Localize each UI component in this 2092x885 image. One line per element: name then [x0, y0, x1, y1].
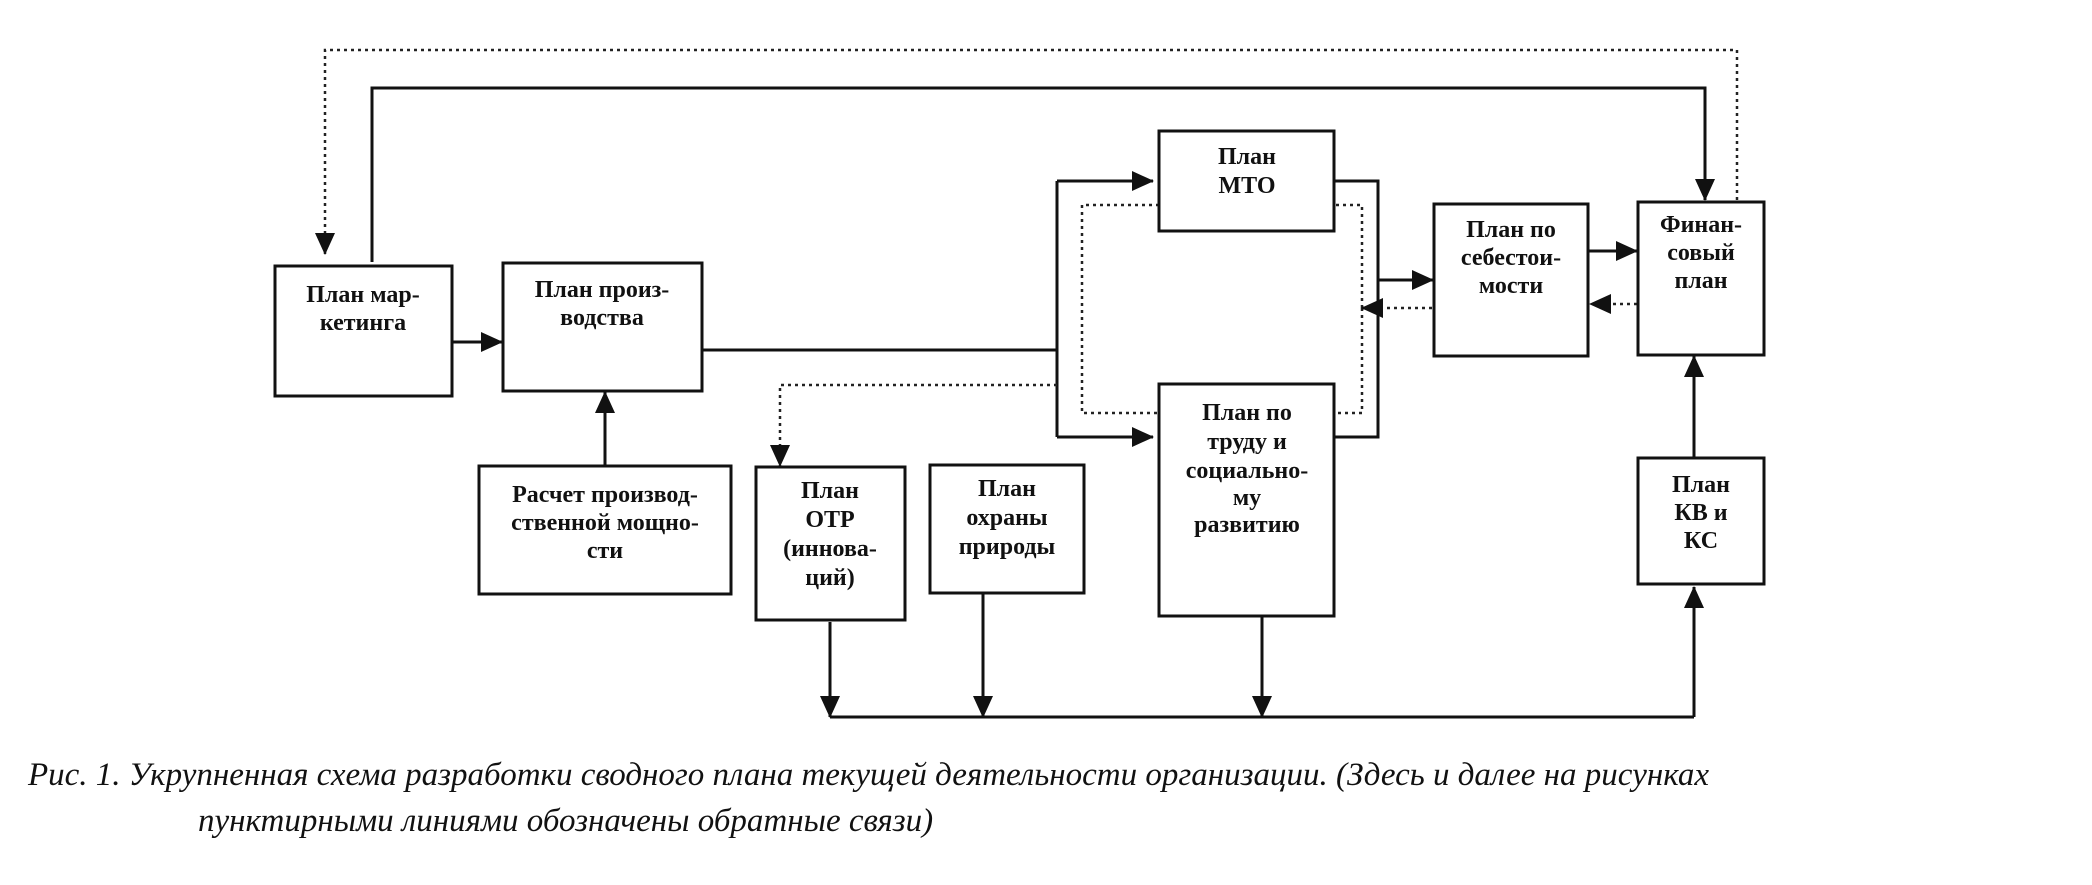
- svg-text:му: му: [1233, 485, 1261, 511]
- link-labor-to-cost: [1334, 280, 1380, 439]
- block-label: совый: [1667, 240, 1735, 266]
- svg-text:(иннова-: (иннова-: [783, 536, 877, 562]
- block-label: План по: [1466, 217, 1556, 243]
- block-label: план: [1674, 268, 1727, 294]
- block-label: План: [978, 476, 1036, 502]
- svg-text:труду и: труду и: [1207, 429, 1287, 455]
- block-label: ОТР: [805, 507, 854, 533]
- feedback-cost-loop: [1334, 203, 1364, 415]
- feedback-mto-loop: [1080, 203, 1159, 415]
- svg-text:ций): ций): [805, 565, 854, 591]
- svg-text:План произ-: План произ-: [535, 277, 670, 303]
- block-label: Финан-: [1660, 212, 1742, 238]
- block-nature-plan: План охраны природы: [928, 463, 1086, 595]
- block-label: кетинга: [320, 310, 406, 336]
- block-label: Расчет производ-: [512, 482, 698, 508]
- block-label: му: [1233, 485, 1261, 511]
- svg-text:ственной мощно-: ственной мощно-: [511, 510, 699, 536]
- block-label: труду и: [1207, 429, 1287, 455]
- block-otr-plan: План ОТР (иннова- ций): [754, 465, 907, 622]
- block-marketing-plan: План мар- кетинга: [273, 264, 454, 398]
- block-label: МТО: [1218, 173, 1275, 199]
- block-label: развитию: [1194, 512, 1300, 538]
- block-label: План: [1672, 472, 1730, 498]
- svg-text:КС: КС: [1684, 528, 1718, 554]
- block-cost-plan: План по себестои- мости: [1432, 202, 1590, 358]
- svg-text:Финан-: Финан-: [1660, 212, 1742, 238]
- link-mto-to-cost: [1329, 179, 1434, 290]
- block-label: водства: [560, 305, 644, 331]
- svg-text:план: план: [1674, 268, 1727, 294]
- block-label: социально-: [1186, 458, 1309, 484]
- block-label: План: [801, 478, 859, 504]
- svg-text:сти: сти: [587, 538, 623, 564]
- feedback-bus-to-otr: [770, 383, 1057, 467]
- block-mto-plan: План МТО: [1157, 129, 1336, 233]
- block-label: мости: [1479, 273, 1543, 299]
- svg-text:План по: План по: [1202, 400, 1292, 426]
- svg-text:себестои-: себестои-: [1461, 245, 1561, 271]
- figure-caption: Рис. 1. Укрупненная схема разработки сво…: [28, 752, 2078, 844]
- block-label: КС: [1684, 528, 1718, 554]
- caption-line-2: пунктирными линиями обозначены обратные …: [198, 803, 934, 839]
- svg-text:кетинга: кетинга: [320, 310, 406, 336]
- block-production-plan: План произ- водства: [501, 261, 704, 393]
- block-label: План произ-: [535, 277, 670, 303]
- feedback-finance-to-marketing: [315, 48, 1739, 255]
- block-label: (иннова-: [783, 536, 877, 562]
- block-label: природы: [959, 534, 1056, 560]
- caption-line-1: Рис. 1. Укрупненная схема разработки сво…: [28, 757, 1710, 793]
- svg-text:План мар-: План мар-: [306, 282, 419, 308]
- svg-text:МТО: МТО: [1218, 173, 1275, 199]
- svg-text:водства: водства: [560, 305, 644, 331]
- block-capacity-calc: Расчет производ- ственной мощно- сти: [477, 464, 733, 596]
- svg-text:План: План: [978, 476, 1036, 502]
- svg-text:охраны: охраны: [966, 505, 1048, 531]
- svg-text:План по: План по: [1466, 217, 1556, 243]
- connectors: [315, 48, 1739, 719]
- link-marketing-to-finance: [370, 86, 1715, 262]
- block-label: План по: [1202, 400, 1292, 426]
- svg-text:КВ и: КВ и: [1674, 500, 1727, 526]
- svg-text:Расчет производ-: Расчет производ-: [512, 482, 698, 508]
- block-label: охраны: [966, 505, 1048, 531]
- block-label: ций): [805, 565, 854, 591]
- block-labor-plan: План по труду и социально- му развитию: [1157, 382, 1336, 618]
- svg-text:План: План: [1218, 144, 1276, 170]
- svg-text:природы: природы: [959, 534, 1056, 560]
- svg-text:ОТР: ОТР: [805, 507, 854, 533]
- block-label: сти: [587, 538, 623, 564]
- svg-text:развитию: развитию: [1194, 512, 1300, 538]
- block-label: себестои-: [1461, 245, 1561, 271]
- svg-text:План: План: [1672, 472, 1730, 498]
- svg-text:социально-: социально-: [1186, 458, 1309, 484]
- block-label: План: [1218, 144, 1276, 170]
- svg-text:План: План: [801, 478, 859, 504]
- block-label: План мар-: [306, 282, 419, 308]
- block-label: ственной мощно-: [511, 510, 699, 536]
- block-kv-ks-plan: План КВ и КС: [1636, 456, 1766, 586]
- block-finance-plan: Финан- совый план: [1636, 200, 1766, 357]
- block-label: КВ и: [1674, 500, 1727, 526]
- svg-text:совый: совый: [1667, 240, 1735, 266]
- svg-text:мости: мости: [1479, 273, 1543, 299]
